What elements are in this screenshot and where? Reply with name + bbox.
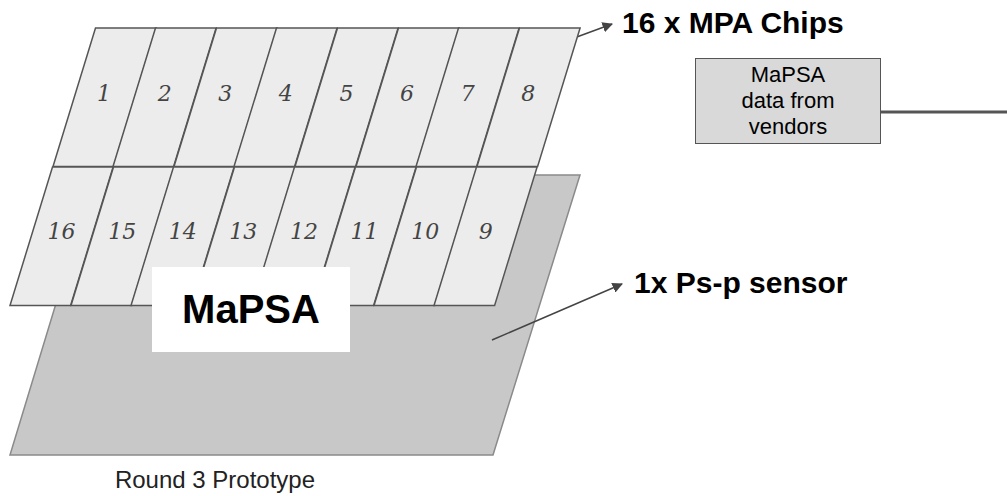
part-label: 1x Ps-p sensor: [634, 266, 847, 300]
mpa-chip: 8: [477, 28, 580, 167]
title-box: MaPSA: [152, 267, 350, 352]
mpa-chip: 9: [434, 167, 537, 306]
chip-number: 2: [158, 81, 172, 106]
chip-number: 6: [400, 81, 414, 106]
part-label: 16 x MPA Chips: [622, 6, 844, 40]
chip-number: 14: [169, 219, 197, 244]
data-box: MaPSA data from vendors: [695, 58, 881, 144]
chip-number: 4: [279, 81, 293, 106]
chip-number: 10: [411, 219, 439, 244]
output-line: [881, 111, 1007, 114]
data-text: MaPSA data from vendors: [732, 62, 844, 140]
chip-number: 16: [48, 219, 76, 244]
chip-number: 3: [218, 81, 232, 106]
leader-line: [492, 284, 622, 340]
title-text: MaPSA: [182, 287, 320, 332]
chip-number: 1: [97, 81, 111, 106]
caption: Round 3 Prototype: [115, 466, 315, 494]
chip-number: 15: [108, 219, 136, 244]
chip-number: 13: [229, 219, 257, 244]
chip-number: 9: [479, 219, 493, 244]
chip-number: 8: [521, 81, 535, 106]
chip-number: 12: [290, 219, 318, 244]
chip-number: 11: [351, 219, 379, 244]
chip-number: 5: [339, 81, 353, 106]
chip-number: 7: [461, 81, 475, 106]
